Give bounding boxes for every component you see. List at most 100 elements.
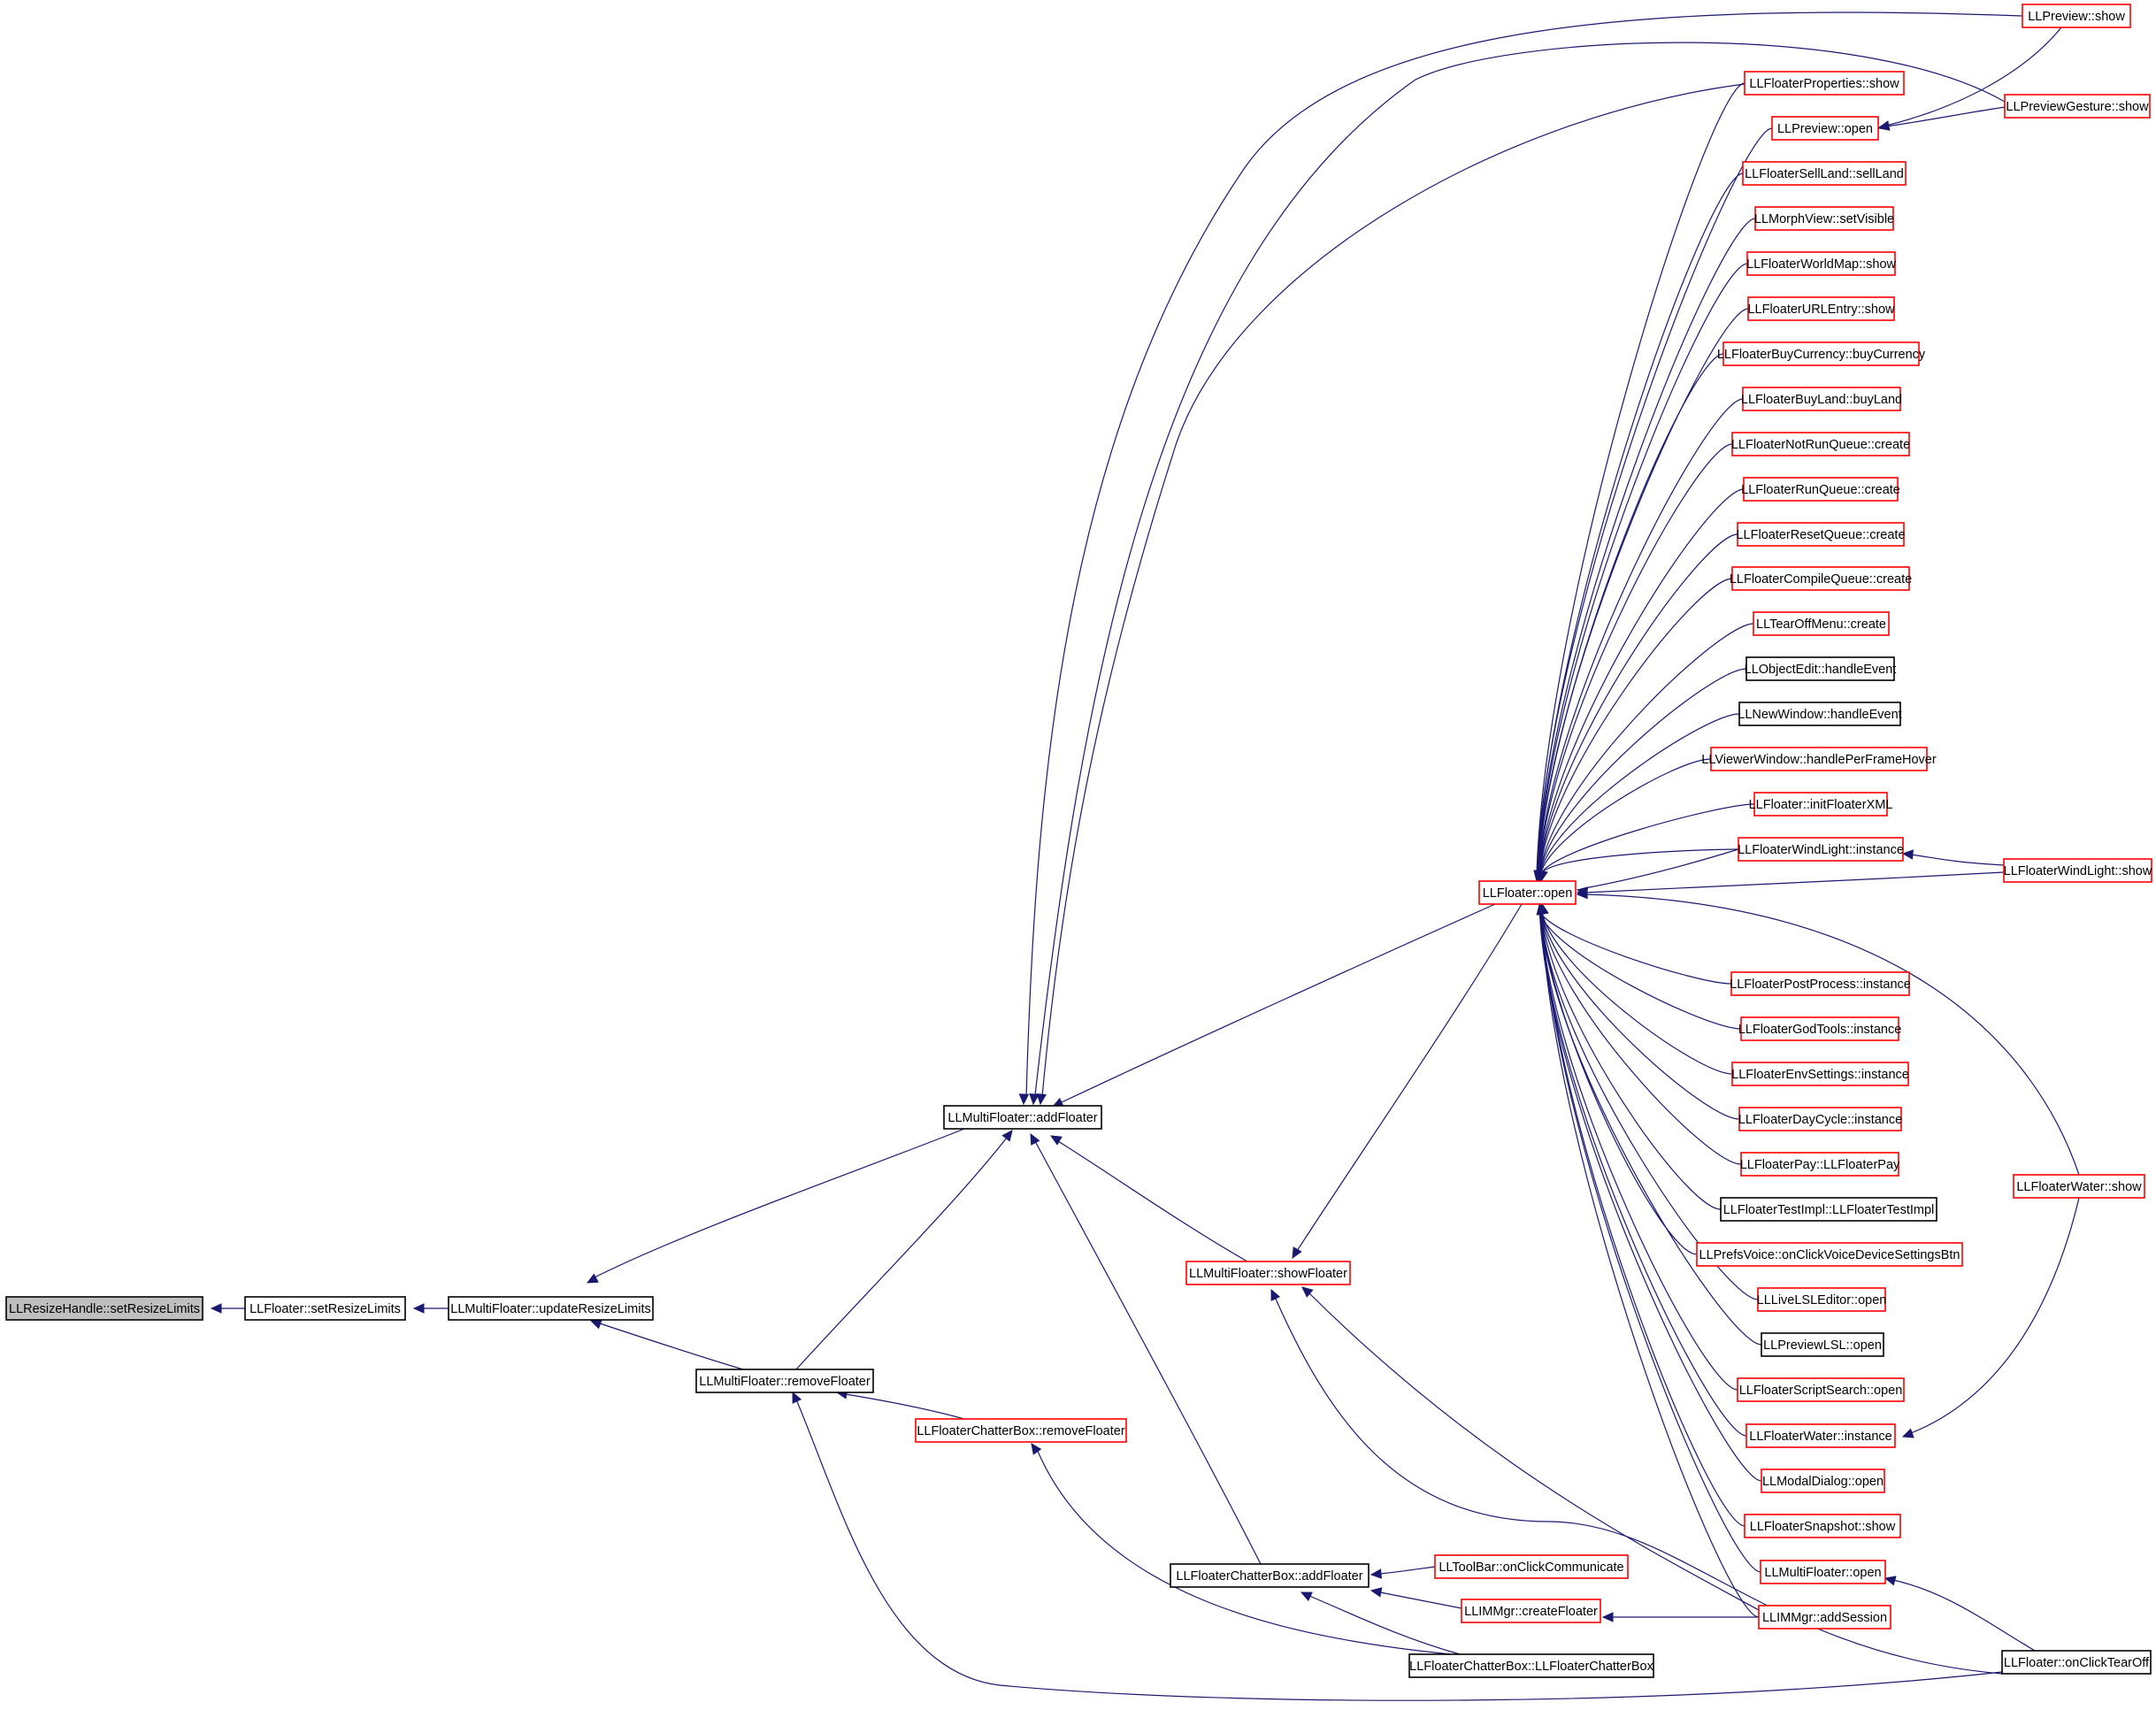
- edge-n18-n8: [1538, 398, 1744, 875]
- node-n1[interactable]: LLFloater::setResizeLimits: [244, 1296, 406, 1321]
- node-box: [2022, 4, 2131, 28]
- node-n29[interactable]: LLFloaterWindLight::show: [2003, 858, 2152, 883]
- node-n22[interactable]: LLFloaterCompileQueue::create: [1730, 566, 1912, 591]
- edge-n24-n8: [1539, 668, 1747, 875]
- node-n26[interactable]: LLViewerWindow::handlePerFrameHover: [1701, 747, 1937, 771]
- node-label: LLToolBar::onClickCommunicate: [1439, 1560, 1623, 1575]
- node-n10[interactable]: LLPreviewGesture::show: [2004, 94, 2151, 119]
- node-box: [5, 1296, 203, 1321]
- node-n0[interactable]: LLResizeHandle::setResizeLimits: [5, 1296, 203, 1321]
- node-label: LLFloaterWindLight::instance: [1738, 843, 1904, 857]
- node-n42[interactable]: LLModalDialog::open: [1761, 1468, 1885, 1493]
- node-n43[interactable]: LLFloaterSnapshot::show: [1744, 1514, 1901, 1538]
- node-n39[interactable]: LLFloaterScriptSearch::open: [1737, 1377, 1905, 1402]
- node-n14[interactable]: LLMorphView::setVisible: [1754, 206, 1894, 231]
- node-n37[interactable]: LLLiveLSLEditor::open: [1757, 1287, 1887, 1312]
- node-n46[interactable]: LLFloater::onClickTearOff: [2001, 1650, 2152, 1675]
- node-label: LLPrefsVoice::onClickVoiceDeviceSettings…: [1699, 1248, 1960, 1262]
- node-n45[interactable]: LLIMMgr::addSession: [1758, 1605, 1891, 1629]
- node-n4[interactable]: LLMultiFloater::removeFloater: [695, 1369, 874, 1393]
- node-box: [1747, 296, 1895, 321]
- arrowhead-n8-n6: [1292, 1246, 1302, 1260]
- node-box: [1744, 71, 1905, 96]
- node-n2[interactable]: LLMultiFloater::updateResizeLimits: [448, 1296, 654, 1321]
- edge-n39-n8: [1539, 910, 1738, 1391]
- node-n35[interactable]: LLFloaterTestImpl::LLFloaterTestImpl: [1720, 1197, 1937, 1222]
- node-n27[interactable]: LLFloater::initFloaterXML: [1749, 792, 1893, 817]
- node-n32[interactable]: LLFloaterEnvSettings::instance: [1731, 1062, 1909, 1086]
- node-box: [1738, 702, 1901, 726]
- node-n15[interactable]: LLFloaterWorldMap::show: [1746, 251, 1897, 276]
- node-label: LLPreviewLSL::open: [1763, 1338, 1882, 1353]
- node-n8[interactable]: LLFloater::open: [1478, 880, 1577, 905]
- node-n9[interactable]: LLPreview::show: [2022, 4, 2131, 28]
- node-box: [1771, 116, 1879, 141]
- node-n11[interactable]: LLFloaterProperties::show: [1744, 71, 1905, 96]
- node-box: [1737, 522, 1905, 547]
- node-box: [1753, 611, 1890, 636]
- node-n7[interactable]: LLFloaterChatterBox::addFloater: [1170, 1563, 1370, 1588]
- node-n23[interactable]: LLTearOffMenu::create: [1753, 611, 1890, 636]
- node-label: LLTearOffMenu::create: [1756, 617, 1886, 632]
- edge-n21-n8: [1538, 533, 1738, 875]
- node-n21[interactable]: LLFloaterResetQueue::create: [1736, 522, 1906, 547]
- node-n20[interactable]: LLFloaterRunQueue::create: [1741, 477, 1900, 502]
- node-n40[interactable]: LLFloaterWater::instance: [1746, 1423, 1896, 1448]
- arrowhead-n28-n8: [1538, 870, 1548, 883]
- node-n34[interactable]: LLFloaterPay::LLFloaterPay: [1740, 1152, 1900, 1177]
- node-n28[interactable]: LLFloaterWindLight::instance: [1738, 837, 1904, 862]
- node-label: LLPreview::show: [2028, 10, 2125, 24]
- edge-n46-n6: [1274, 1296, 2003, 1675]
- node-n41[interactable]: LLFloaterWater::show: [2013, 1174, 2145, 1199]
- node-n3[interactable]: LLMultiFloater::addFloater: [943, 1105, 1102, 1130]
- node-box: [1731, 1062, 1909, 1086]
- node-n49[interactable]: LLFloaterChatterBox::LLFloaterChatterBox: [1408, 1653, 1654, 1678]
- node-box: [1758, 1605, 1891, 1629]
- edge-n47-n7: [1379, 1566, 1436, 1575]
- edge-n49-n5: [1036, 1448, 1452, 1655]
- edge-n40-n8: [1539, 910, 1747, 1437]
- edge-n3-n2: [594, 1128, 965, 1278]
- node-n6[interactable]: LLMultiFloater::showFloater: [1185, 1261, 1351, 1285]
- arrowhead-n11-n3: [1036, 1093, 1047, 1106]
- node-label: LLMorphView::setVisible: [1754, 212, 1894, 226]
- node-n44[interactable]: LLMultiFloater::open: [1760, 1560, 1886, 1584]
- node-label: LLMultiFloater::showFloater: [1189, 1267, 1347, 1281]
- edge-n46-n4: [795, 1399, 2003, 1701]
- node-box: [1461, 1599, 1601, 1623]
- node-box: [2003, 858, 2152, 883]
- node-n24[interactable]: LLObjectEdit::handleEvent: [1745, 656, 1897, 681]
- node-n47[interactable]: LLToolBar::onClickCommunicate: [1434, 1554, 1629, 1579]
- edge-n48-n7: [1379, 1591, 1462, 1609]
- node-n13[interactable]: LLFloaterSellLand::sellLand: [1742, 161, 1907, 186]
- node-box: [1478, 880, 1577, 905]
- node-label: LLFloaterDayCycle::instance: [1738, 1113, 1902, 1127]
- node-n25[interactable]: LLNewWindow::handleEvent: [1738, 702, 1902, 726]
- arrowhead-n10-n3: [1029, 1093, 1040, 1106]
- graph-edges: [210, 12, 2080, 1701]
- node-box: [1731, 432, 1910, 456]
- node-label: LLViewerWindow::handlePerFrameHover: [1701, 753, 1937, 767]
- node-label: LLMultiFloater::updateResizeLimits: [450, 1302, 650, 1316]
- node-n31[interactable]: LLFloaterGodTools::instance: [1738, 1016, 1902, 1041]
- node-n12[interactable]: LLPreview::open: [1771, 116, 1879, 141]
- node-label: LLMultiFloater::addFloater: [948, 1111, 1097, 1125]
- edge-n45-n6: [1308, 1292, 1760, 1611]
- node-n18[interactable]: LLFloaterBuyLand::buyLand: [1741, 387, 1902, 411]
- node-box: [1710, 747, 1928, 771]
- node-n5[interactable]: LLFloaterChatterBox::removeFloater: [915, 1418, 1127, 1443]
- node-n33[interactable]: LLFloaterDayCycle::instance: [1738, 1107, 1902, 1131]
- node-n38[interactable]: LLPreviewLSL::open: [1761, 1332, 1884, 1357]
- node-label: LLFloaterWater::instance: [1749, 1430, 1891, 1444]
- node-label: LLFloaterGodTools::instance: [1738, 1023, 1902, 1037]
- node-n17[interactable]: LLFloaterBuyCurrency::buyCurrency: [1717, 341, 1926, 366]
- node-label: LLFloaterChatterBox::addFloater: [1176, 1569, 1362, 1583]
- node-n30[interactable]: LLFloaterPostProcess::instance: [1730, 971, 1911, 996]
- arrowhead-n4-n3: [1001, 1130, 1013, 1142]
- node-n19[interactable]: LLFloaterNotRunQueue::create: [1731, 432, 1910, 456]
- node-n48[interactable]: LLIMMgr::createFloater: [1461, 1599, 1601, 1623]
- edge-n41-n40: [1910, 1197, 2080, 1434]
- node-n36[interactable]: LLPrefsVoice::onClickVoiceDeviceSettings…: [1696, 1242, 1963, 1267]
- node-n16[interactable]: LLFloaterURLEntry::show: [1747, 296, 1895, 321]
